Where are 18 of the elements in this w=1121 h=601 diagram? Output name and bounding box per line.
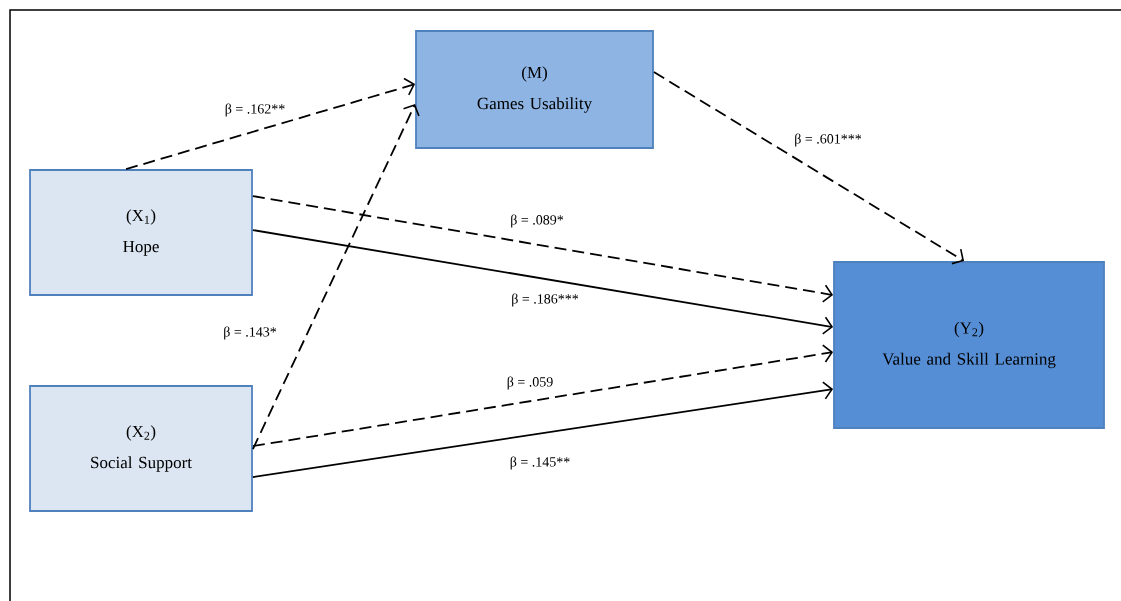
arrow [252,104,420,450]
arrow [125,77,416,170]
variable-box: (M) Games Usability [415,30,654,149]
edge-label: β = .162** [223,102,287,118]
edge-label: β = .145** [508,455,572,471]
edge-label: β = .059 [505,375,555,391]
arrow [653,71,965,265]
arrow [252,229,834,335]
edge-label: β = .089* [508,213,566,229]
edge-label: β = .143* [221,325,279,341]
variable-box: (Y$_{2}$) Value and Skill Learning [833,261,1105,429]
variable-box: (X$_{2}$) Social Support [29,385,253,512]
variable-box: (X$_{1}$) Hope [29,169,253,296]
arrow [252,195,834,303]
arrow [252,344,834,447]
arrow [252,381,834,478]
edge-label: β = .186*** [509,292,581,308]
edge-label: β = .601*** [792,132,864,148]
